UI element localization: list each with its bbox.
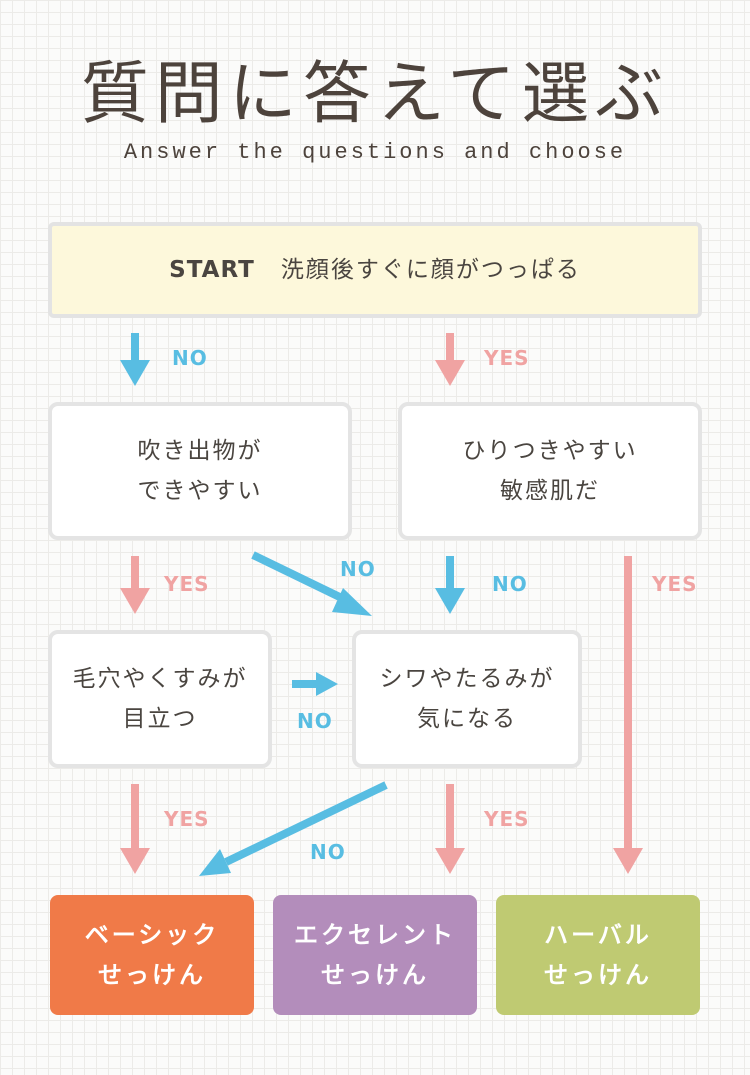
arrow-start-to-acne xyxy=(120,333,150,386)
question-pores-line1: 毛穴やくすみが xyxy=(72,666,248,692)
result-herbal-line2: せっけん xyxy=(544,961,652,989)
page-subtitle: Answer the questions and choose xyxy=(123,140,627,165)
arrow-wrinkles-to-basic xyxy=(199,781,388,876)
label-yes-acne: YES xyxy=(164,572,210,596)
label-no-sensitive: NO xyxy=(492,572,528,596)
label-yes-pores: YES xyxy=(164,807,210,831)
result-basic-line2: せっけん xyxy=(98,961,206,989)
question-sensitive-box: ひりつきやすい 敏感肌だ xyxy=(398,402,702,540)
label-yes-start: YES xyxy=(484,346,530,370)
question-acne-box: 吹き出物が できやすい xyxy=(48,402,352,540)
label-no-start: NO xyxy=(172,346,208,370)
result-excellent-line2: せっけん xyxy=(321,961,429,989)
arrow-sensitive-to-wrinkles xyxy=(435,556,465,614)
label-yes-sensitive: YES xyxy=(652,572,698,596)
arrow-acne-to-pores xyxy=(120,556,150,614)
arrow-sensitive-to-herbal xyxy=(613,556,643,874)
result-basic-line1: ベーシック xyxy=(84,921,220,949)
label-no-pores: NO xyxy=(297,709,333,733)
result-excellent-soap[interactable]: エクセレント せっけん xyxy=(273,895,477,1015)
label-no-wrinkles: NO xyxy=(310,840,346,864)
result-herbal-line1: ハーバル xyxy=(544,921,652,949)
question-acne-line2: できやすい xyxy=(137,478,263,504)
result-herbal-soap[interactable]: ハーバル せっけん xyxy=(496,895,700,1015)
question-acne-line1: 吹き出物が xyxy=(137,438,263,464)
question-wrinkles-line1: シワやたるみが xyxy=(379,666,555,692)
question-wrinkles-line2: 気になる xyxy=(417,706,517,732)
question-sensitive-line1: ひりつきやすい xyxy=(462,438,638,464)
start-question: 洗顔後すぐに顔がつっぱる xyxy=(280,257,581,283)
question-pores-box: 毛穴やくすみが 目立つ xyxy=(48,630,272,768)
result-basic-soap[interactable]: ベーシック せっけん xyxy=(50,895,254,1015)
arrow-wrinkles-to-excellent xyxy=(435,784,465,874)
arrow-start-to-sensitive xyxy=(435,333,465,386)
arrow-pores-to-basic xyxy=(120,784,150,874)
arrow-acne-to-wrinkles xyxy=(251,551,372,616)
start-box: START 洗顔後すぐに顔がつっぱる xyxy=(48,222,702,318)
question-sensitive-line2: 敏感肌だ xyxy=(499,478,600,504)
label-no-acne: NO xyxy=(340,557,376,581)
question-pores-line2: 目立つ xyxy=(122,706,198,732)
question-wrinkles-box: シワやたるみが 気になる xyxy=(352,630,582,768)
start-label: START xyxy=(169,257,255,283)
arrow-pores-to-wrinkles xyxy=(292,672,338,696)
page-title: 質問に答えて選ぶ xyxy=(80,55,670,134)
result-excellent-line1: エクセレント xyxy=(294,921,456,949)
label-yes-wrinkles: YES xyxy=(484,807,530,831)
